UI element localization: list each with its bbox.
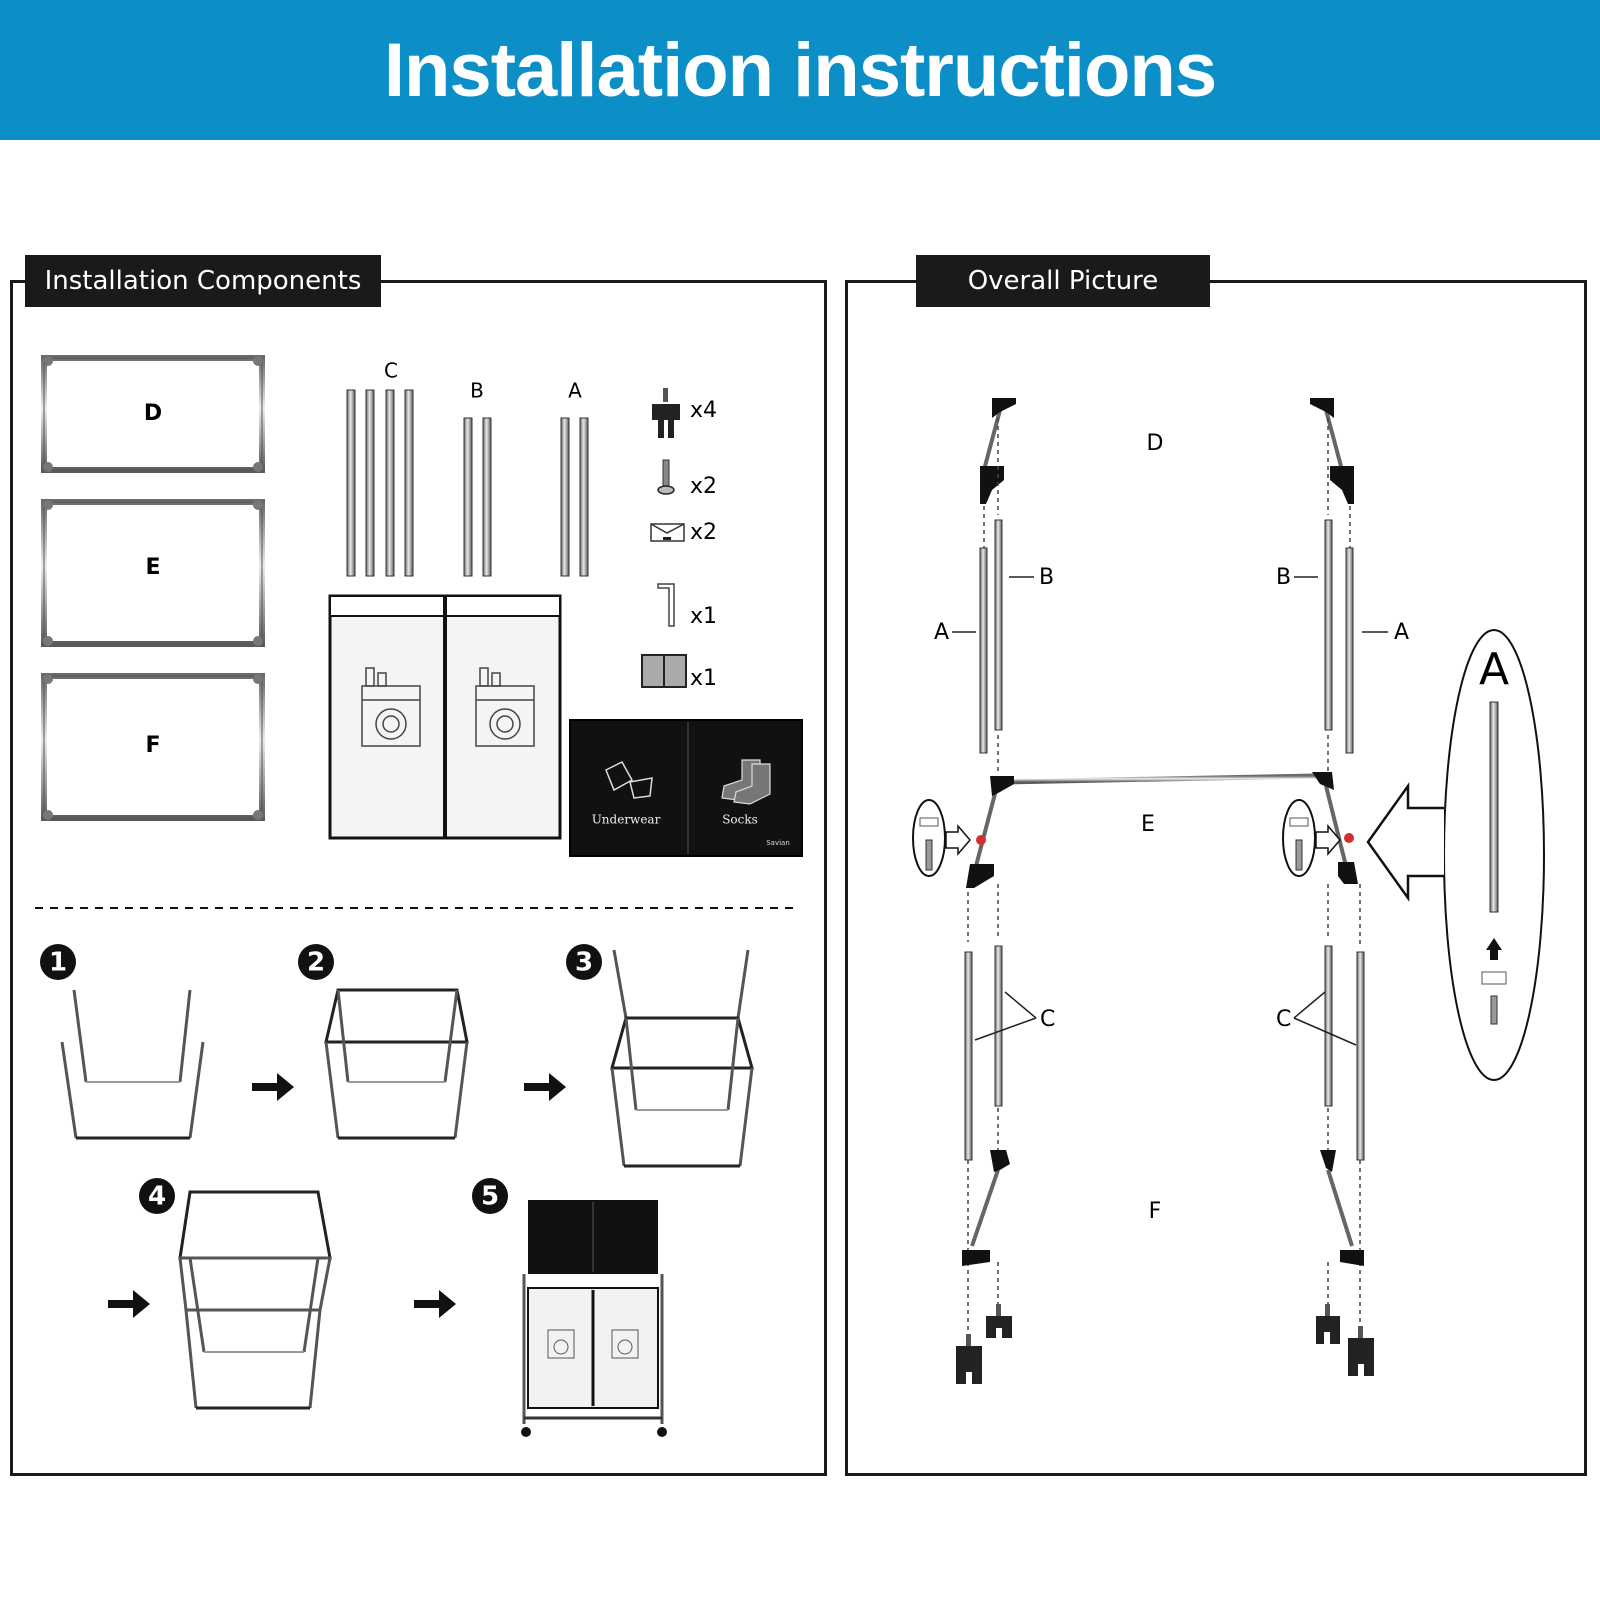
overall-frame-e-label: E — [1141, 812, 1155, 837]
caster-wheel-icon — [1316, 1304, 1340, 1344]
underwear-bag-label: Underwear — [592, 813, 661, 827]
frame-f: F — [41, 673, 265, 821]
frame-f-label: F — [145, 733, 160, 758]
socks-icon — [721, 759, 771, 805]
screw-icon — [657, 459, 675, 495]
frame-e-label: E — [145, 555, 160, 580]
step-4-number: 4 — [148, 1182, 166, 1212]
step-1-number: 1 — [49, 948, 67, 978]
allen-key-icon — [657, 583, 675, 627]
washing-machine-icon — [475, 667, 535, 747]
underwear-icon — [605, 761, 653, 799]
tube-b-label-left: B — [1039, 565, 1054, 590]
black-organizer-bag: Underwear Socks Savian — [569, 719, 803, 857]
arrow-right-icon — [414, 1290, 456, 1318]
caster-wheel-icon — [652, 388, 680, 438]
components-panel-label: Installation Components — [25, 255, 381, 307]
caster-wheel-icon — [986, 1304, 1012, 1338]
tube-b-label: B — [470, 379, 484, 403]
overall-tubes-c: C C — [964, 945, 1365, 1161]
tube-b-label-right: B — [1276, 565, 1291, 590]
bracket-qty: x2 — [690, 520, 717, 545]
assembly-guides — [967, 418, 1361, 1340]
arrow-right-icon — [524, 1073, 566, 1101]
washing-machine-icon — [361, 667, 421, 747]
zoom-detail-label: A — [1479, 644, 1509, 695]
overall-panel: Overall Picture — [845, 255, 1587, 1476]
step-2: 2 — [298, 944, 469, 1140]
overall-frame-f-label: F — [1149, 1199, 1162, 1224]
white-laundry-bag — [328, 594, 562, 840]
brand-label: Savian — [766, 839, 790, 847]
page-title: Installation instructions — [383, 27, 1217, 113]
components-panel: Installation Components — [10, 255, 827, 1476]
board-panel-icon — [641, 654, 687, 688]
screw-callout-left — [912, 799, 971, 877]
step-3-number: 3 — [575, 948, 593, 978]
overall-frame-d-label: D — [1147, 431, 1164, 456]
overall-frame-e: E — [966, 772, 1358, 888]
overall-panel-label: Overall Picture — [916, 255, 1210, 307]
tube-a-label: A — [568, 379, 582, 403]
overall-frame-f: F — [962, 1150, 1364, 1266]
frame-e: E — [41, 499, 265, 647]
arrow-right-icon — [108, 1290, 150, 1318]
step-1: 1 — [40, 944, 205, 1140]
header-banner: Installation instructions — [0, 0, 1600, 140]
caster-wheel-icon — [1348, 1326, 1374, 1376]
socks-bag-label: Socks — [722, 813, 758, 827]
overall-tubes-a-b: B B A A — [934, 519, 1409, 754]
screw-qty: x2 — [690, 474, 717, 499]
step-5-number: 5 — [481, 1182, 499, 1212]
tube-c-label: C — [384, 359, 398, 383]
board-qty: x1 — [690, 666, 717, 691]
screw-callout-right — [1282, 799, 1341, 877]
bracket-clip-icon — [650, 523, 685, 542]
tube-a-label-left: A — [934, 620, 949, 645]
tube-a-label-right: A — [1394, 620, 1409, 645]
zoom-detail-a: A — [1366, 629, 1545, 1081]
step-2-number: 2 — [307, 948, 325, 978]
overall-frame-d: D — [980, 398, 1354, 504]
tubes-c: C — [346, 359, 414, 577]
caster-qty: x4 — [690, 398, 717, 423]
tube-c-label-right: C — [1276, 1007, 1291, 1032]
allen-key-qty: x1 — [690, 604, 717, 629]
arrow-right-icon — [252, 1073, 294, 1101]
frame-d-label: D — [144, 401, 162, 426]
caster-wheel-icon — [956, 1334, 982, 1384]
step-4: 4 — [139, 1178, 332, 1410]
step-3: 3 — [566, 944, 754, 1168]
tube-c-label-left: C — [1040, 1007, 1055, 1032]
frame-d: D — [41, 355, 265, 473]
tubes-a: A — [560, 379, 589, 577]
tubes-b: B — [463, 379, 492, 577]
step-5: 5 — [472, 1178, 667, 1437]
